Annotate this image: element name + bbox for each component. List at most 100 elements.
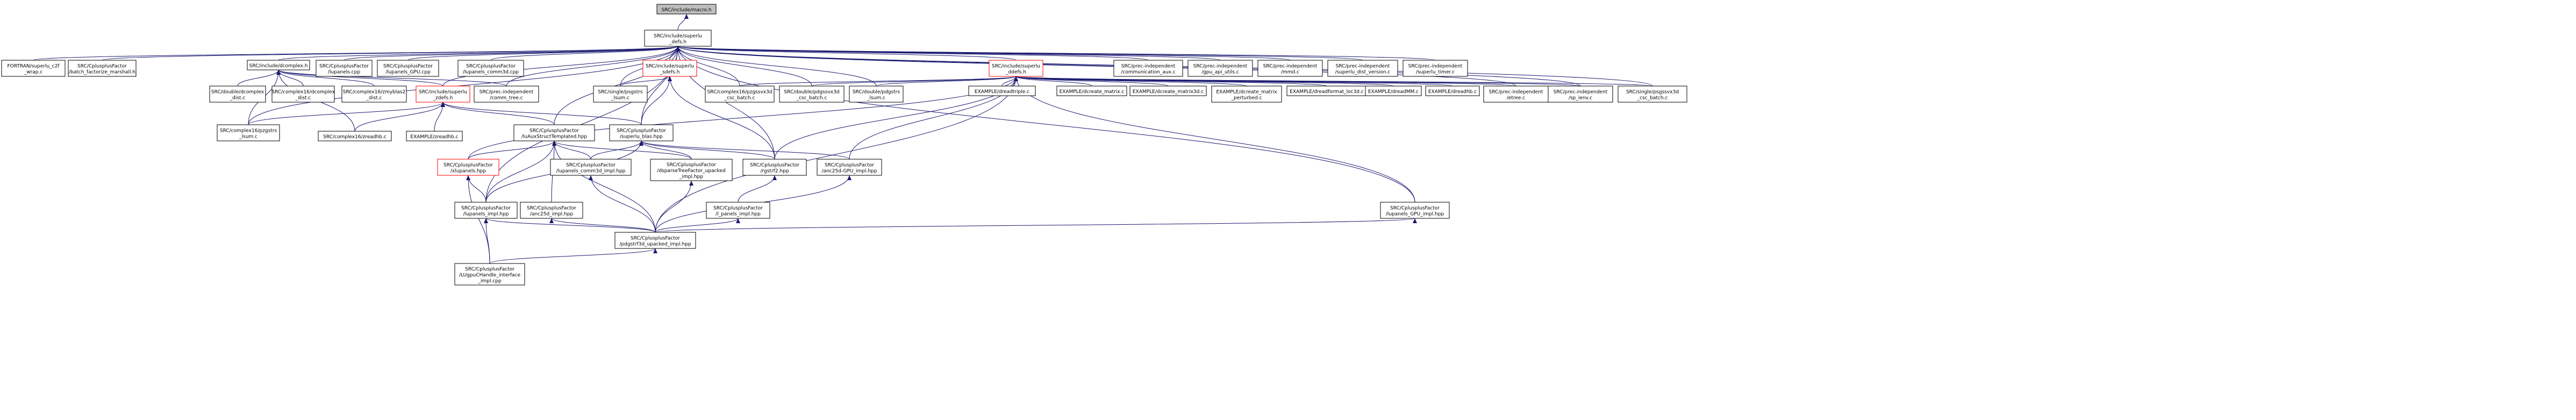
edge-prec-dist-version-to-superlu-defs bbox=[676, 46, 1363, 61]
edge-prec-etree-to-superlu-defs bbox=[676, 46, 1516, 87]
graph-node-double-pdgstrs-lsum[interactable]: SRC/double/pdgstrs_lsum.c bbox=[849, 86, 904, 103]
graph-node-prec-sp-ienv[interactable]: SRC/prec-independent/sp_ienv.c bbox=[1548, 86, 1613, 103]
graph-node-example-dcreate-matrix3d[interactable]: EXAMPLE/dcreate_matrix3d.c bbox=[1129, 86, 1207, 96]
node-label-line: /superlu_timer.c bbox=[1416, 69, 1455, 75]
node-label-line: _csc_batch.c bbox=[1637, 95, 1668, 101]
graph-node-prec-dist-version[interactable]: SRC/prec-independent/superlu_dist_versio… bbox=[1327, 60, 1398, 77]
node-label-line: SRC/CplusplusFactor bbox=[466, 63, 516, 69]
node-label-line: EXAMPLE/dcreate_matrix3d.c bbox=[1133, 89, 1204, 95]
graph-node-superlu-ddefs[interactable]: SRC/include/superlu_ddefs.h bbox=[989, 60, 1043, 77]
node-label-line: SRC/prec-independent bbox=[1408, 63, 1463, 69]
graph-node-complex16-dcomplex-dist[interactable]: SRC/complex16/dcomplex_dist.c bbox=[271, 86, 335, 103]
edge-pdgstrf3d-upacked-to-superlu-ddefs bbox=[655, 76, 1018, 233]
graph-node-prec-mmd[interactable]: SRC/prec-independent/mmd.c bbox=[1257, 60, 1323, 77]
edge-lupanels-comm3d-impl-to-superlu-blas bbox=[590, 140, 643, 160]
graph-node-lu-aux-struct[interactable]: SRC/CplusplusFactor/luAuxStructTemplated… bbox=[513, 124, 595, 141]
graph-node-example-dcreate-perturbed[interactable]: EXAMPLE/dcreate_matrix_perturbed.c bbox=[1211, 86, 1282, 103]
node-box bbox=[1425, 86, 1480, 96]
node-label-line: /rgstrf2.hpp bbox=[760, 168, 789, 174]
graph-node-prec-timer[interactable]: SRC/prec-independent/superlu_timer.c bbox=[1403, 60, 1468, 77]
graph-node-lupanels-comm3d-impl[interactable]: SRC/CplusplusFactor/lupanels_comm3d_impl… bbox=[550, 159, 632, 176]
edge-complex16-zreadhb-to-superlu-zdefs bbox=[354, 102, 445, 132]
edge-complex16-pzgstrs-lsum-to-superlu-zdefs bbox=[248, 102, 445, 125]
node-label-line: SRC/prec-independent bbox=[1336, 63, 1390, 69]
graph-node-superlu-sdefs[interactable]: SRC/include/superlu_sdefs.h bbox=[642, 60, 697, 77]
graph-node-lupanels-impl[interactable]: SRC/CplusplusFactor/lupanels_impl.hpp bbox=[454, 202, 518, 219]
graph-node-example-dreadformat[interactable]: EXAMPLE/dreadformat_loc3d.c bbox=[1286, 86, 1367, 96]
node-label-line: /dsparseTreeFactor_upacked bbox=[657, 168, 725, 174]
graph-node-example-dcreate-matrix[interactable]: EXAMPLE/dcreate_matrix.c bbox=[1056, 86, 1127, 96]
edge-complex16-pzgssvx3d-to-superlu-ddefs bbox=[739, 76, 1018, 87]
node-label-line: SRC/include/dcomplex.h bbox=[249, 63, 308, 69]
node-label-line: /pdgstrf3d_upacked_impl.hpp bbox=[619, 241, 691, 247]
graph-node-example-dreadMM[interactable]: EXAMPLE/dreadMM.c bbox=[1365, 86, 1422, 96]
graph-node-pdgstrf3d-upacked[interactable]: SRC/CplusplusFactor/pdgstrf3d_upacked_im… bbox=[614, 232, 696, 249]
node-label-line: SRC/double/pdgstrs bbox=[853, 89, 900, 95]
graph-node-example-dreadhb[interactable]: EXAMPLE/dreadhb.c bbox=[1425, 86, 1480, 96]
graph-node-anc25d-impl[interactable]: SRC/CplusplusFactor/anc25d_impl.hpp bbox=[520, 202, 583, 219]
node-label-line: SRC/CplusplusFactor bbox=[527, 205, 576, 211]
node-label-line: _ddefs.h bbox=[1005, 69, 1026, 75]
graph-node-prec-etree[interactable]: SRC/prec-independent/etree.c bbox=[1483, 86, 1549, 103]
graph-node-rgstrf2[interactable]: SRC/CplusplusFactor/rgstrf2.hpp bbox=[742, 159, 807, 176]
node-label-line: /sp_ienv.c bbox=[1569, 95, 1592, 101]
edge-rgstrf2-to-superlu-blas bbox=[639, 140, 775, 160]
graph-node-l-panels-impl[interactable]: SRC/CplusplusFactor/l_panels_impl.hpp bbox=[706, 202, 770, 219]
node-label-line: SRC/CplusplusFactor bbox=[750, 162, 799, 168]
graph-node-example-dreadtriple[interactable]: EXAMPLE/dreadtriple.c bbox=[968, 86, 1036, 96]
graph-node-lupanels-l-interface[interactable]: SRC/CplusplusFactor/LUgpuCHandle_interfa… bbox=[454, 263, 525, 286]
node-label-line: /communication_aux.c bbox=[1121, 69, 1176, 75]
node-box bbox=[406, 131, 463, 141]
graph-node-prec-comm-aux[interactable]: SRC/prec-independent/communication_aux.c bbox=[1113, 60, 1183, 77]
edge-double-pdgssvx3d-to-superlu-defs bbox=[676, 46, 812, 87]
graph-node-double-dcomplex-dist[interactable]: SRC/double/dcomplex_dist.c bbox=[209, 86, 266, 103]
graph-node-complex16-zmyblas2[interactable]: SRC/complex16/zmyblas2_dist.c bbox=[341, 86, 407, 103]
graph-node-superlu-defs[interactable]: SRC/include/superlu_defs.h bbox=[644, 30, 712, 47]
node-box bbox=[705, 86, 775, 103]
graph-node-dsparse-tree-factor[interactable]: SRC/CplusplusFactor/dsparseTreeFactor_up… bbox=[650, 159, 733, 181]
edge-anc25d-gpu-impl-to-superlu-blas bbox=[639, 140, 850, 160]
graph-node-complex16-pzgssvx3d[interactable]: SRC/complex16/pzgssvx3d_csc_batch.c bbox=[705, 86, 775, 103]
graph-node-lupanels-gpu-impl[interactable]: SRC/CplusplusFactor/lupanels_GPU_impl.hp… bbox=[1380, 202, 1450, 219]
graph-node-anc25d-gpu-impl[interactable]: SRC/CplusplusFactor/anc25d-GPU_impl.hpp bbox=[817, 159, 882, 176]
node-label-line: SRC/CplusplusFactor bbox=[319, 63, 369, 69]
graph-node-lupanels-gpu-cpp[interactable]: SRC/CplusplusFactor/lupanels_GPU.cpp bbox=[377, 60, 439, 77]
node-label-line: /superlu_dist_version.c bbox=[1335, 69, 1391, 75]
graph-node-dcomplex-h[interactable]: SRC/include/dcomplex.h bbox=[247, 60, 310, 70]
graph-node-complex16-zreadhb[interactable]: SRC/complex16/zreadhb.c bbox=[318, 131, 392, 141]
node-box bbox=[1187, 60, 1253, 77]
graph-node-fortran-c2f[interactable]: FORTRAN/superlu_c2f_wrap.c bbox=[1, 60, 66, 77]
node-label-line: SRC/complex16/zmyblas2 bbox=[343, 89, 405, 95]
graph-node-single-psgstrs-lsum[interactable]: SRC/single/psgstrs_lsum.c bbox=[593, 86, 648, 103]
edge-double-dcomplex-dist-to-dcomplex-h bbox=[237, 69, 281, 87]
edge-pdgstrf3d-upacked-to-lu-aux-struct bbox=[552, 140, 656, 233]
graph-node-prec-comm-tree[interactable]: SRC/prec-independent/comm_tree.c bbox=[474, 86, 539, 103]
edge-dsparse-tree-factor-to-lu-aux-struct bbox=[552, 140, 692, 160]
edge-lupanels-gpu-cpp-to-superlu-defs bbox=[407, 46, 680, 61]
node-box bbox=[209, 86, 266, 103]
graph-node-xlupanels[interactable]: SRC/CplusplusFactor/xlupanels.hpp bbox=[437, 159, 499, 176]
graph-node-complex16-pzgstrs-lsum[interactable]: SRC/complex16/pzgstrs_lsum.c bbox=[217, 124, 280, 141]
graph-node-superlu-blas[interactable]: SRC/CplusplusFactor/superlu_blas.hpp bbox=[609, 124, 674, 141]
node-box bbox=[217, 124, 280, 141]
graph-node-batch-factorize[interactable]: SRC/CplusplusFactor/batch_factorize_mars… bbox=[68, 60, 137, 77]
node-label-line: SRC/CplusplusFactor bbox=[77, 63, 127, 69]
graph-node-inmacro[interactable]: SRC/include/macro.h bbox=[656, 4, 717, 15]
graph-node-double-pdgssvx3d[interactable]: SRC/double/pdgssvx3d_csc_batch.c bbox=[779, 86, 845, 103]
node-label-line: /batch_factorize_marshall.h bbox=[69, 69, 135, 75]
graph-node-example-zreadhb[interactable]: EXAMPLE/zreadhb.c bbox=[406, 131, 463, 141]
node-label-line: SRC/CplusplusFactor bbox=[566, 162, 616, 168]
node-label-line: FORTRAN/superlu_c2f bbox=[7, 63, 60, 69]
edge-example-dcreate-matrix-to-superlu-ddefs bbox=[1014, 76, 1092, 87]
edge-single-psgssvx3d-to-superlu-ddefs bbox=[1014, 76, 1653, 87]
node-label-line: SRC/prec-independent bbox=[1193, 63, 1248, 69]
edge-lupanels-comm3d-to-superlu-defs bbox=[490, 46, 680, 61]
graph-node-single-psgssvx3d[interactable]: SRC/single/psgssvx3d_csc_batch.c bbox=[1618, 86, 1687, 103]
edge-prec-gpu-api-to-superlu-defs bbox=[676, 46, 1221, 61]
node-label-line: SRC/CplusplusFactor bbox=[713, 205, 763, 211]
graph-node-lupanels-cpp[interactable]: SRC/CplusplusFactor/lupanels.cpp bbox=[316, 60, 373, 77]
graph-node-superlu-zdefs[interactable]: SRC/include/superlu_zdefs.h bbox=[416, 86, 470, 103]
graph-node-prec-gpu-api[interactable]: SRC/prec-independent/gpu_api_utils.c bbox=[1187, 60, 1253, 77]
graph-node-lupanels-comm3d[interactable]: SRC/CplusplusFactor/lupanels_comm3d.cpp bbox=[457, 60, 524, 77]
node-box bbox=[316, 60, 373, 77]
